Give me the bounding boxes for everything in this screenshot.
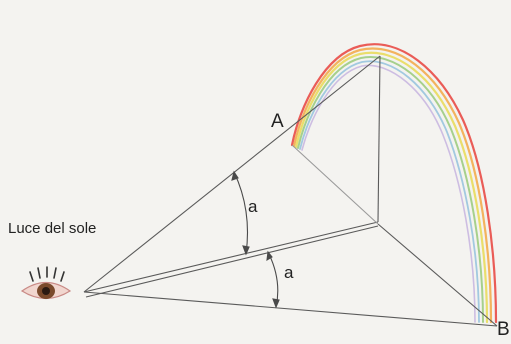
- angle-arrow-upper-top: [231, 170, 239, 181]
- rainbow-band-yellow: [294, 51, 489, 324]
- rainbow-band-orange: [292, 47, 493, 324]
- angle-arrow-lower-bottom: [272, 298, 280, 309]
- eye-icon: [20, 266, 72, 300]
- point-a-label: A: [271, 111, 284, 132]
- line-apex-to-center: [377, 55, 381, 223]
- angle-markers: [231, 170, 280, 309]
- eyelashes: [29, 266, 65, 282]
- line-axis-upper: [83, 221, 379, 293]
- rainbow-band-blue: [299, 60, 480, 323]
- angle-arrow-upper-bottom: [242, 245, 250, 256]
- angle-arrow-lower-top: [266, 250, 273, 262]
- construction-lines: [83, 55, 498, 327]
- rainbow-arc: [290, 43, 498, 324]
- eye-pupil: [42, 287, 50, 295]
- line-center-to-b: [377, 223, 498, 327]
- line-eye-to-apex: [83, 55, 381, 293]
- angle-label-lower: a: [284, 263, 294, 282]
- angle-label-upper: a: [248, 197, 258, 216]
- line-center-to-arc-start: [291, 144, 379, 225]
- point-b-label: B: [497, 319, 510, 340]
- rainbow-band-red: [290, 43, 498, 324]
- angle-arc-upper: [233, 171, 248, 255]
- sunlight-label: Luce del sole: [8, 220, 96, 237]
- rainbow-band-violet: [301, 64, 476, 323]
- line-axis-lower: [85, 225, 379, 298]
- rainbow-band-green: [297, 56, 484, 323]
- line-eye-to-b: [83, 291, 498, 327]
